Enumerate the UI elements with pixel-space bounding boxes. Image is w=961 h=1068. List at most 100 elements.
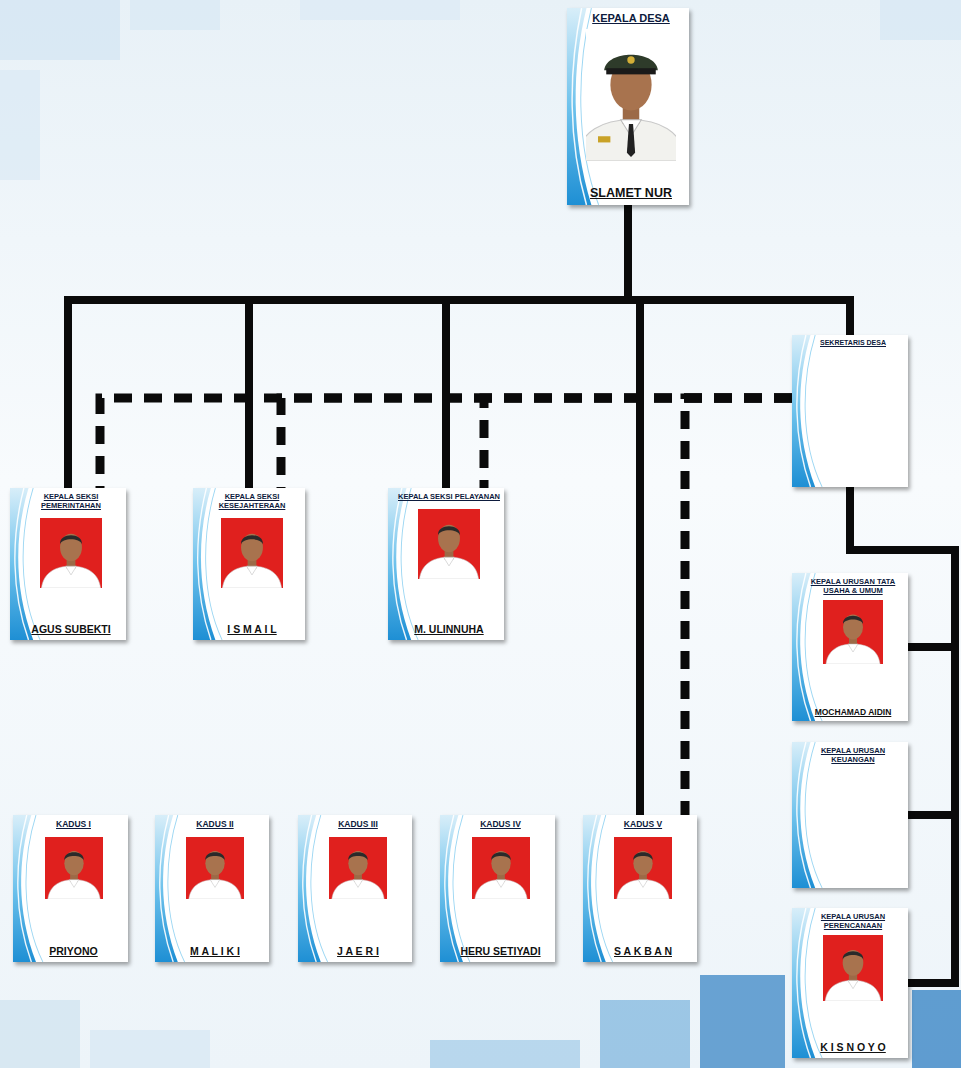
swoosh-curve — [453, 815, 470, 962]
swoosh-shape — [13, 815, 36, 962]
collar — [353, 880, 363, 888]
shirt — [189, 880, 241, 899]
swoosh-curve — [15, 488, 29, 640]
photo-background — [329, 837, 387, 899]
portrait-photo — [221, 518, 283, 588]
hair — [64, 852, 83, 860]
bg-tile — [0, 70, 40, 180]
swoosh-shape — [388, 488, 411, 640]
staff-card: KADUS VS A K B A N — [583, 815, 697, 962]
portrait-photo — [329, 837, 387, 899]
cap-emblem — [627, 56, 634, 63]
photo-background — [823, 600, 883, 664]
command-line — [68, 205, 628, 488]
face — [438, 525, 460, 552]
shirt — [617, 880, 669, 899]
shirt — [826, 644, 880, 664]
person-name: K I S N O Y O — [820, 1037, 886, 1054]
face — [843, 950, 864, 976]
portrait-photo — [472, 837, 530, 899]
hair — [241, 535, 263, 544]
portrait-photo — [418, 509, 480, 579]
person-name: AGUS SUBEKTI — [31, 619, 110, 636]
face — [843, 615, 863, 640]
portrait-photo — [586, 29, 676, 161]
swoosh-curve — [445, 815, 459, 962]
swoosh-shape — [193, 488, 215, 640]
bg-tile — [300, 0, 460, 20]
staff-card: KEPALA SEKSI PELAYANAN M. ULINNUHA — [388, 488, 504, 640]
command-line — [446, 205, 628, 488]
staff-card: KADUS III J A E R I — [298, 815, 412, 962]
swoosh-curve — [572, 8, 586, 205]
photo-background — [40, 518, 102, 588]
position-title: KADUS V — [624, 819, 662, 829]
hair — [491, 852, 510, 860]
collar — [444, 557, 455, 566]
person-name: J A E R I — [337, 941, 379, 958]
shirt — [332, 880, 384, 899]
staff-card: SEKRETARIS DESA — [792, 335, 908, 487]
hair — [348, 852, 367, 860]
hair — [438, 526, 460, 535]
position-title: KADUS III — [338, 819, 378, 829]
hair — [205, 852, 224, 860]
collar — [66, 566, 77, 575]
tie — [627, 124, 635, 157]
position-title: KEPALA SEKSI PELAYANAN — [398, 492, 500, 501]
face — [64, 851, 83, 875]
position-title: KEPALA SEKSI PEMERINTAHAN — [20, 492, 122, 510]
swoosh-curve — [311, 815, 328, 962]
person-name: M. ULINNUHA — [414, 619, 483, 636]
person-name: I S M A I L — [227, 619, 276, 636]
photo-background — [823, 935, 883, 1001]
bg-tile — [130, 0, 220, 30]
swoosh-curve — [797, 573, 811, 721]
face — [348, 851, 367, 875]
badge — [598, 136, 610, 142]
portrait-photo — [40, 518, 102, 588]
swoosh-curve — [805, 742, 822, 888]
person-name: MOCHAMAD AIDIN — [815, 703, 892, 717]
face — [633, 851, 652, 875]
swoosh-curve — [18, 815, 32, 962]
bg-tile — [912, 990, 961, 1068]
shirt — [222, 566, 281, 588]
portrait-photo — [45, 837, 103, 899]
person-name: HERU SETIYADI — [460, 941, 540, 958]
swoosh-curve — [805, 573, 822, 721]
swoosh-curve — [797, 335, 811, 487]
swoosh-curve — [303, 815, 316, 962]
position-title: KEPALA URUSAN PERENCANAAN — [802, 912, 904, 930]
swoosh-shape — [792, 335, 815, 487]
portrait-photo — [614, 837, 672, 899]
shirt — [419, 557, 478, 579]
staff-card: KEPALA SEKSI KESEJAHTERAAN I S M A I L — [193, 488, 305, 640]
coordination-line — [484, 398, 792, 488]
bg-tile — [430, 1040, 580, 1068]
collar — [638, 880, 648, 888]
swoosh-curve — [797, 742, 811, 888]
collar — [210, 880, 220, 888]
shirt — [41, 566, 100, 588]
staff-card: KEPALA URUSAN KEUANGAN — [792, 742, 908, 888]
bg-tile — [600, 1000, 690, 1068]
swoosh-shape — [440, 815, 463, 962]
swoosh-curve — [168, 815, 185, 962]
position-title: SEKRETARIS DESA — [820, 339, 886, 347]
face — [60, 534, 82, 561]
hair — [843, 951, 864, 960]
staff-card: KEPALA URUSAN PERENCANAAN K I S N O Y O — [792, 908, 908, 1058]
person-name: PRIYONO — [49, 941, 97, 958]
swoosh-curve — [26, 815, 43, 962]
swoosh-curve — [393, 488, 407, 640]
collar — [848, 644, 858, 652]
swoosh-shape — [583, 815, 606, 962]
hair — [633, 852, 652, 860]
position-title: KADUS II — [196, 819, 233, 829]
position-title: KEPALA SEKSI KESEJAHTERAAN — [203, 492, 301, 510]
position-title: KADUS I — [56, 819, 91, 829]
cap — [604, 55, 658, 70]
swoosh-curve — [206, 488, 222, 640]
bg-tile — [700, 975, 785, 1068]
